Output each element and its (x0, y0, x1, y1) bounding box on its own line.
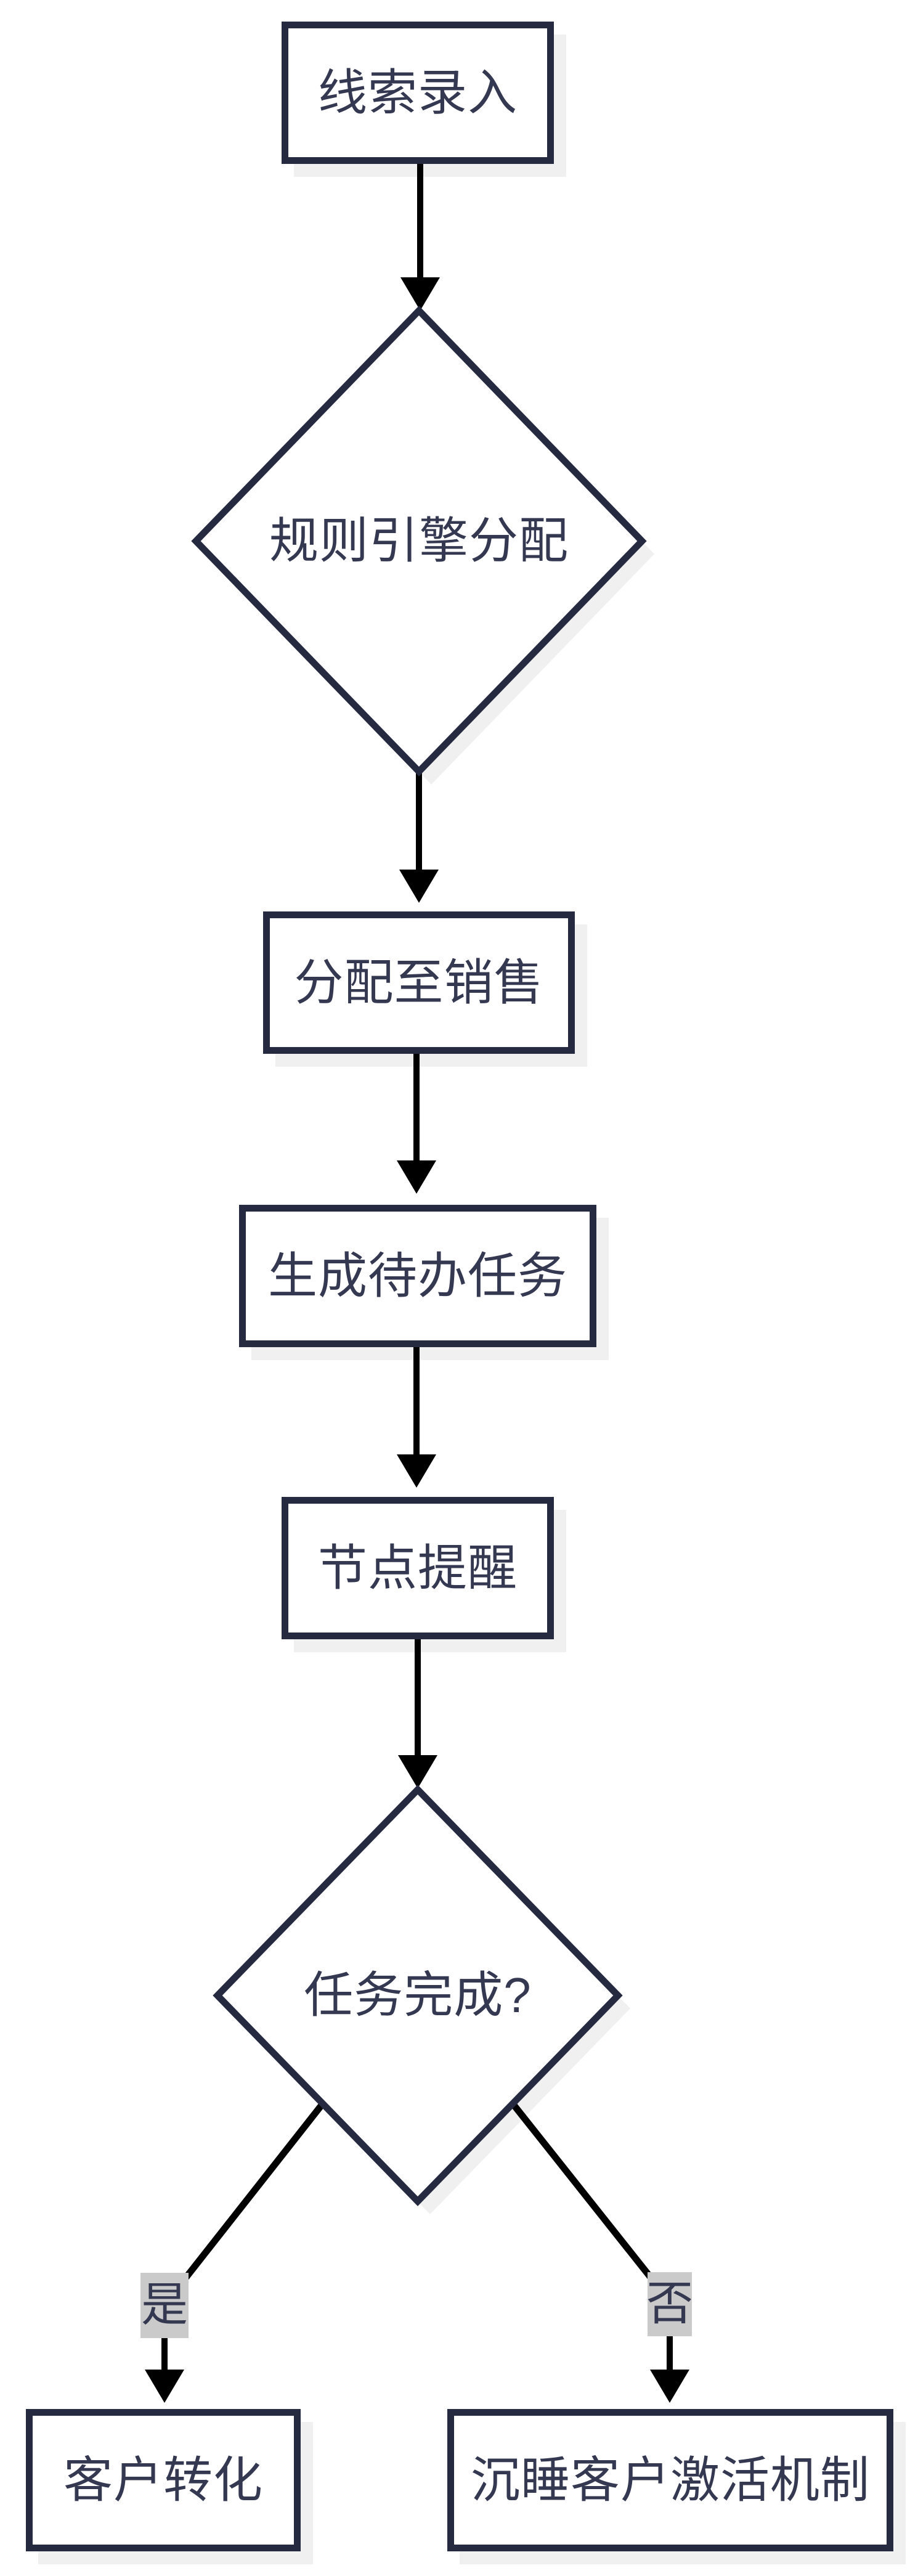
rule-engine-node-label: 规则引擎分配 (269, 513, 569, 568)
arrowhead-icon (397, 1160, 436, 1194)
arrow-remind-to-decision (398, 1639, 437, 1788)
rule-engine-node-shape (191, 306, 647, 776)
branch-line (509, 2100, 655, 2281)
arrow-assign-to-todo (397, 1054, 436, 1194)
branch-line (182, 2100, 327, 2281)
arrow-lead-to-rule-engine (400, 164, 440, 311)
arrowhead-icon (145, 2370, 184, 2403)
lead-node-shape (282, 22, 554, 164)
decision-node-shape (213, 1785, 623, 2206)
arrowhead-icon (398, 1755, 437, 1788)
assign-node-shape (263, 911, 575, 1054)
branch-line-decision-no (509, 2100, 655, 2281)
arrowhead-icon (650, 2370, 689, 2403)
convert-node-shape (26, 2409, 301, 2551)
yes-edge-label: 是 (140, 2273, 189, 2338)
assign-node-label: 分配至销售 (294, 955, 544, 1010)
no-edge-label: 否 (646, 2272, 693, 2336)
arrow-todo-to-remind (397, 1347, 436, 1488)
branch-line-decision-yes (182, 2100, 327, 2281)
convert-node-label: 客户转化 (63, 2452, 263, 2508)
remind-node-shape (282, 1497, 554, 1639)
todo-node-shape (239, 1205, 596, 1347)
arrowhead-icon (397, 1454, 436, 1488)
decision-node-label: 任务完成? (304, 1968, 532, 2023)
lead-node-label: 线索录入 (318, 65, 518, 120)
arrowhead-icon (399, 870, 439, 903)
dormant-node-shape (447, 2409, 893, 2551)
arrowhead-icon (400, 277, 440, 311)
arrow-no-to-dormant (650, 2335, 689, 2403)
arrow-rule-engine-to-assign (399, 772, 439, 903)
remind-node-label: 节点提醒 (318, 1540, 518, 1596)
arrow-yes-to-convert (145, 2337, 184, 2403)
dormant-node-label: 沉睡客户激活机制 (471, 2452, 870, 2508)
todo-node-label: 生成待办任务 (268, 1248, 567, 1303)
